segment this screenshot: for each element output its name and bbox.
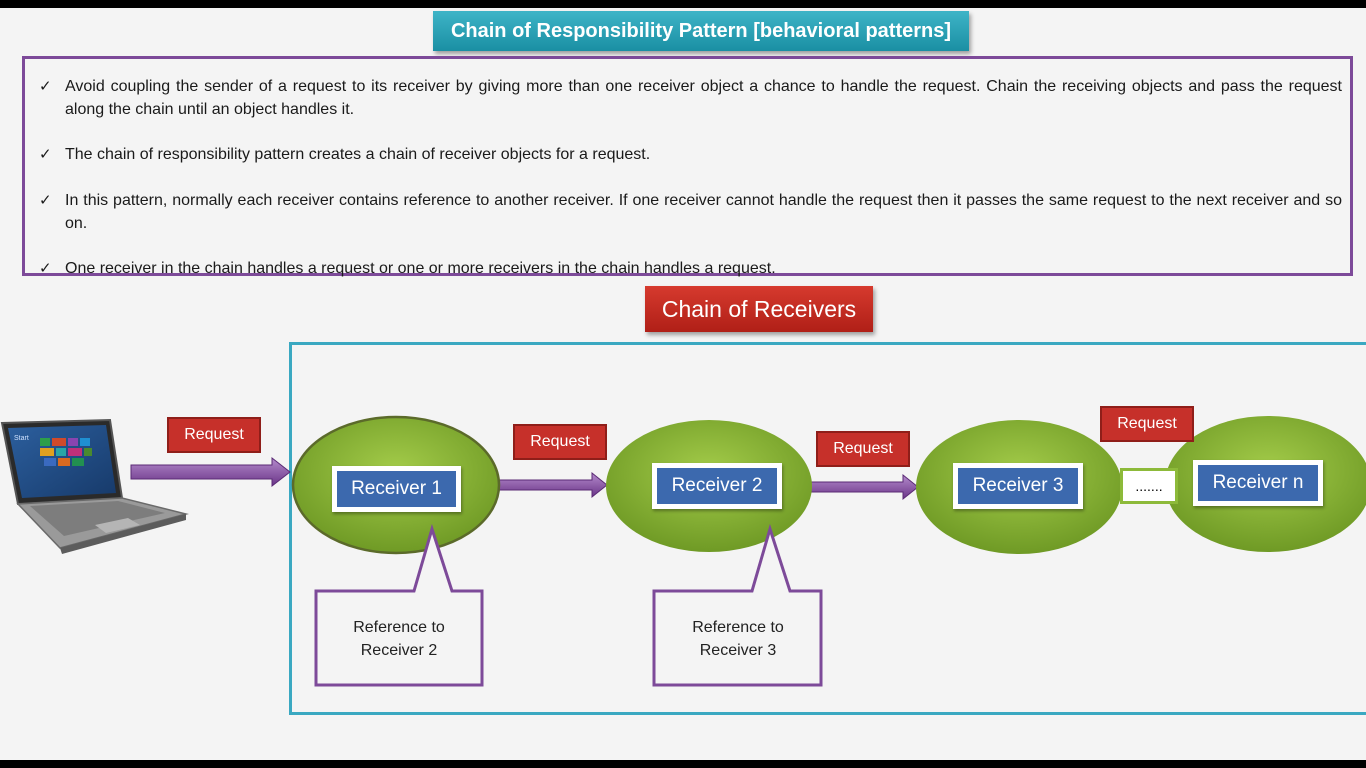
receiver-label-1: Receiver 1	[332, 466, 461, 512]
reference-line: Reference to	[353, 619, 445, 636]
page-title: Chain of Responsibility Pattern [behavio…	[433, 11, 969, 51]
bullet-text: The chain of responsibility pattern crea…	[65, 146, 651, 163]
request-box: Request	[513, 424, 607, 460]
request-box: Request	[1100, 406, 1194, 442]
reference-callout-1	[314, 523, 484, 687]
reference-text-1: Reference to Receiver 2	[319, 616, 479, 662]
reference-line: Reference to	[692, 619, 784, 636]
bullet-text: One receiver in the chain handles a requ…	[65, 260, 776, 277]
receiver-label-n: Receiver n	[1193, 460, 1323, 506]
reference-text-2: Reference to Receiver 3	[658, 616, 818, 662]
reference-line: Receiver 2	[360, 642, 438, 659]
bullet-item: ✓ One receiver in the chain handles a re…	[39, 257, 1342, 280]
laptop-screen-label: Start	[14, 435, 29, 442]
description-box: ✓ Avoid coupling the sender of a request…	[22, 56, 1353, 277]
check-icon: ✓	[39, 146, 52, 163]
check-icon: ✓	[39, 192, 52, 209]
chain-box	[289, 342, 1366, 715]
bullet-item: ✓ The chain of responsibility pattern cr…	[39, 143, 1342, 166]
arrow-icon	[809, 473, 919, 501]
chain-title: Chain of Receivers	[645, 286, 873, 332]
bullet-item: ✓ Avoid coupling the sender of a request…	[39, 75, 1342, 121]
request-box: Request	[167, 417, 261, 453]
check-icon: ✓	[39, 78, 52, 95]
laptop-icon: Start	[0, 418, 189, 554]
bullet-text: In this pattern, normally each receiver …	[65, 192, 1342, 232]
reference-line: Receiver 3	[699, 642, 777, 659]
receiver-label-2: Receiver 2	[652, 463, 782, 509]
receiver-label-text: Receiver 3	[958, 468, 1078, 504]
receiver-label-text: Receiver 2	[657, 468, 777, 504]
receiver-label-text: Receiver n	[1198, 465, 1318, 501]
bullet-text: Avoid coupling the sender of a request t…	[65, 78, 1342, 118]
reference-callout-2	[652, 523, 823, 687]
bullet-item: ✓ In this pattern, normally each receive…	[39, 189, 1342, 235]
request-box: Request	[816, 431, 910, 467]
arrow-icon	[495, 471, 608, 499]
receiver-label-text: Receiver 1	[337, 471, 456, 507]
check-icon: ✓	[39, 260, 52, 277]
arrow-icon	[130, 456, 291, 488]
slide: Chain of Responsibility Pattern [behavio…	[0, 8, 1366, 760]
receiver-label-3: Receiver 3	[953, 463, 1083, 509]
ellipsis-box: .......	[1120, 468, 1178, 504]
